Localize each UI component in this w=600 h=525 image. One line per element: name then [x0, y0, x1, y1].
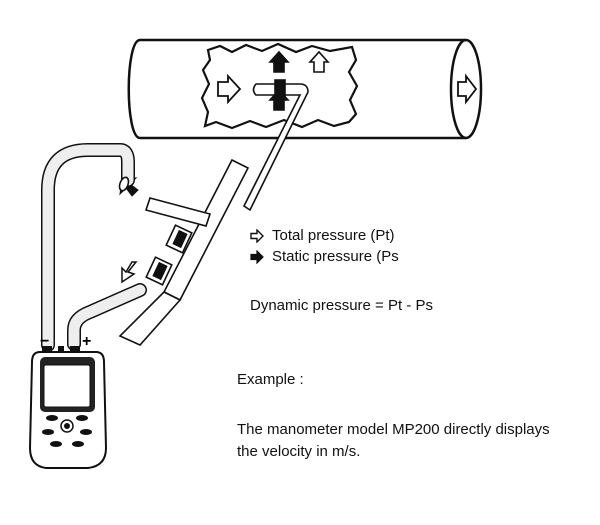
- example-body-line1: The manometer model MP200 directly displ…: [237, 421, 550, 438]
- legend-static-row: Static pressure (Ps: [250, 248, 399, 265]
- pitot-head: [242, 79, 309, 212]
- flow-arrow-end-icon: [457, 73, 478, 105]
- legend-total-row: Total pressure (Pt): [250, 227, 395, 244]
- example-body-line2: the velocity in m/s.: [237, 443, 361, 460]
- pitot-stem: [118, 158, 250, 346]
- legend-total-label: Total pressure (Pt): [272, 227, 395, 244]
- tube-static-end: [118, 176, 130, 192]
- legend-static-label: Static pressure (Ps: [272, 248, 399, 265]
- port-plus-label: +: [82, 333, 91, 350]
- static-arrows: [268, 50, 330, 111]
- hollow-arrow-right-icon: [250, 228, 264, 243]
- duct: [127, 38, 483, 140]
- arrow-total-fitting-icon: [121, 261, 138, 284]
- port-minus-label: −: [40, 333, 49, 350]
- fittings: [145, 224, 193, 286]
- flow-arrow-total-icon: [217, 73, 242, 105]
- example-heading: Example :: [237, 371, 304, 388]
- static-tap: [144, 197, 212, 227]
- solid-arrow-right-icon: [250, 249, 264, 264]
- manometer: [28, 346, 108, 469]
- dynamic-pressure-formula: Dynamic pressure = Pt - Ps: [250, 297, 433, 314]
